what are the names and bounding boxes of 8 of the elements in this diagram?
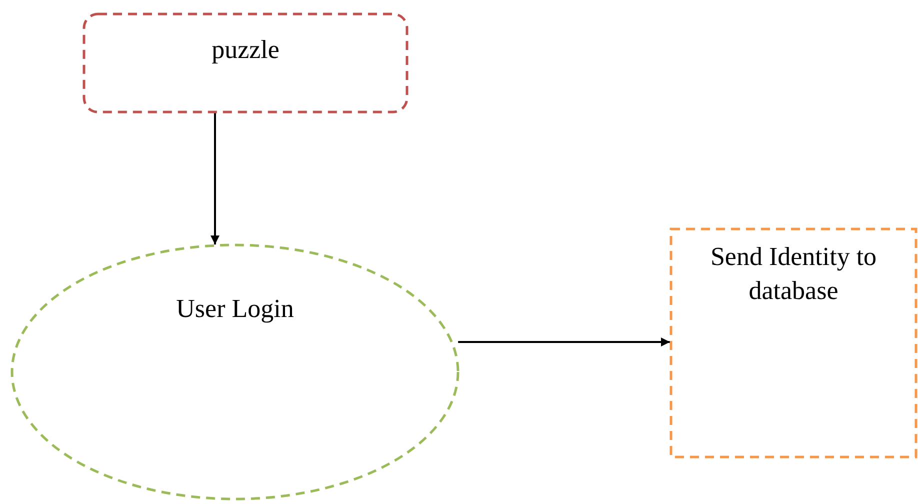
arrow — [210, 113, 220, 244]
node-label: User Login — [175, 293, 295, 325]
arrow — [458, 338, 670, 346]
node-label: puzzle — [210, 34, 280, 66]
process-box — [83, 13, 408, 113]
node-label: Send Identity to database — [709, 241, 878, 307]
process-box — [670, 228, 917, 458]
process-ellipse — [11, 244, 459, 500]
